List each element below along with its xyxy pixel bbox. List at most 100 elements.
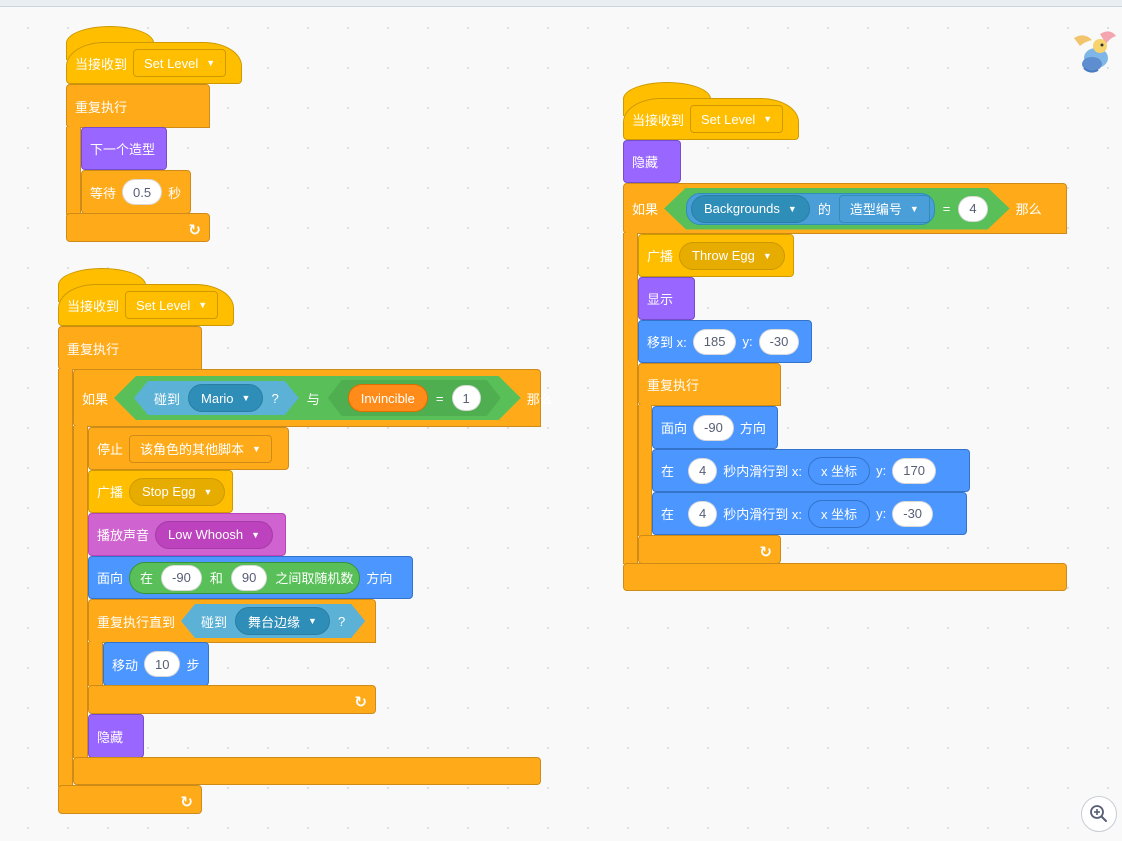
touching-label: 碰到 [201,614,228,630]
goto-y-label: y: [742,334,753,349]
play-sound-label: 播放声音 [97,528,150,543]
sound-dropdown[interactable]: Low Whoosh▼ [155,520,274,549]
and-operator[interactable]: 碰到 Mario▼ ? 与 Invincible = 1 [114,376,521,420]
if-arm [73,426,88,758]
dropdown-caret-icon: ▼ [198,300,208,310]
when-i-receive-hat-block[interactable]: 当接收到 Set Level▼ [623,98,799,140]
random-max-input[interactable]: 90 [230,564,268,591]
wait-seconds-input[interactable]: 0.5 [122,179,163,205]
x-position-reporter[interactable]: x 坐标 [807,456,871,485]
message-dropdown[interactable]: Set Level▼ [690,105,784,133]
glide-in-label: 在 [661,464,675,479]
if-footer [623,563,1067,591]
backgrounds-dropdown[interactable]: Backgrounds▼ [691,195,810,223]
point-label: 面向 [661,421,688,436]
touching-edge-dropdown[interactable]: 舞台边缘▼ [235,607,330,635]
touching-sensor[interactable]: 碰到 Mario▼ ? [134,381,299,415]
equals-operator[interactable]: Backgrounds▼ 的 造型编号▼ = 4 [664,188,1010,230]
glide-seconds-input[interactable]: 4 [688,457,718,484]
sprite-thumbnail-icon[interactable] [1070,24,1118,76]
random-min-input[interactable]: -90 [161,564,202,591]
touching-edge-sensor[interactable]: 碰到 舞台边缘▼ ? [181,604,365,638]
equals-label: = [942,201,951,216]
forever-footer: ↻ [638,535,781,564]
point-direction-input[interactable]: -90 [693,414,734,441]
next-costume-block[interactable]: 下一个造型 [81,127,167,170]
glide-to-x-label: 秒内滑行到 x: [723,507,802,522]
forever-block[interactable]: 重复执行 [58,326,202,370]
invincible-variable[interactable]: Invincible [348,384,428,412]
broadcast-block[interactable]: 广播 Stop Egg▼ [88,470,233,513]
hide-block[interactable]: 隐藏 [623,140,681,183]
glide-y-input[interactable]: 170 [892,457,936,484]
glide-seconds-input[interactable]: 4 [688,500,718,527]
message-dropdown[interactable]: Set Level▼ [133,49,227,77]
dropdown-caret-icon: ▼ [787,203,797,214]
point-in-direction-block[interactable]: 面向 在 -90 和 90 之间取随机数 方向 [88,556,413,599]
dropdown-caret-icon: ▼ [251,529,261,540]
broadcast-message-dropdown[interactable]: Throw Egg▼ [679,241,785,270]
costume-number-value: 造型编号 [849,202,902,217]
equals-operator[interactable]: Invincible = 1 [328,380,501,416]
message-dropdown[interactable]: Set Level▼ [125,291,219,319]
steps-label: 步 [186,657,200,673]
dropdown-caret-icon: ▼ [909,203,919,214]
if-then-block[interactable]: 如果 碰到 Mario▼ ? 与 Invincible = 1 那么 [73,369,553,427]
touching-target-dropdown[interactable]: Mario▼ [188,384,263,412]
seconds-label: 秒 [168,185,182,201]
hide-block[interactable]: 隐藏 [88,714,144,758]
if-footer [73,757,541,785]
hide-label: 隐藏 [97,729,124,745]
zoom-in-button[interactable] [1081,796,1117,832]
goto-x-input[interactable]: 185 [692,328,737,355]
move-steps-input[interactable]: 10 [144,651,181,677]
broadcast-message-dropdown[interactable]: Stop Egg▼ [129,477,226,506]
equals-label: = [435,390,444,406]
hat-label: 当接收到 [75,56,128,72]
costume-number-dropdown[interactable]: 造型编号 ▼ [839,195,930,223]
forever-label: 重复执行 [67,341,120,357]
message-value: Set Level [701,111,756,127]
glide-y-input[interactable]: -30 [892,500,934,527]
forever-block[interactable]: 重复执行 [66,84,210,128]
repeat-until-arm [88,642,103,686]
if-then-block[interactable]: 如果 Backgrounds▼ 的 造型编号▼ = 4 那么 [623,183,1067,234]
when-i-receive-hat-block[interactable]: 当接收到 Set Level▼ [66,42,242,84]
wait-block[interactable]: 等待 0.5 秒 [81,170,191,214]
touching-edge-value: 舞台边缘 [248,614,301,630]
in-label: 在 [140,571,154,586]
equals-value-input[interactable]: 1 [452,385,481,411]
hat-label: 当接收到 [632,112,685,128]
stop-block[interactable]: 停止 该角色的其他脚本▼ [88,427,289,470]
x-position-reporter[interactable]: x 坐标 [807,499,871,528]
direction-label: 方向 [739,421,766,436]
broadcast-block[interactable]: 广播 Throw Egg▼ [638,234,794,277]
stop-option-dropdown[interactable]: 该角色的其他脚本▼ [129,434,272,463]
broadcast-message-value: Throw Egg [692,248,755,263]
next-costume-label: 下一个造型 [90,142,156,157]
random-operator[interactable]: 在 -90 和 90 之间取随机数 [129,561,361,594]
goto-y-input[interactable]: -30 [758,328,800,355]
message-value: Set Level [144,55,199,71]
direction-label: 方向 [366,571,393,586]
move-steps-block[interactable]: 移动 10 步 [103,642,209,686]
repeat-until-block[interactable]: 重复执行直到 碰到 舞台边缘▼ ? [88,599,376,643]
broadcast-label: 广播 [97,485,124,500]
glide-block-1[interactable]: 在 4 秒内滑行到 x: x 坐标 y: 170 [652,449,970,492]
forever-block[interactable]: 重复执行 [638,363,781,406]
equals-value-input[interactable]: 4 [958,196,987,222]
when-i-receive-hat-block[interactable]: 当接收到 Set Level▼ [58,284,234,326]
glide-block-2[interactable]: 在 4 秒内滑行到 x: x 坐标 y: -30 [652,492,967,535]
touching-target-value: Mario [201,390,234,406]
show-block[interactable]: 显示 [638,277,695,320]
point-direction-block[interactable]: 面向 -90 方向 [652,406,778,449]
if-label: 如果 [82,391,109,407]
hide-label: 隐藏 [632,155,659,170]
loop-arrow-icon: ↻ [354,694,367,711]
of-sensing-reporter[interactable]: Backgrounds▼ 的 造型编号▼ [686,193,935,225]
goto-xy-block[interactable]: 移到 x: 185 y: -30 [638,320,812,363]
forever-label: 重复执行 [647,378,700,393]
question-mark: ? [337,613,346,629]
play-sound-block[interactable]: 播放声音 Low Whoosh▼ [88,513,286,556]
and-word-label: 和 [209,571,223,586]
